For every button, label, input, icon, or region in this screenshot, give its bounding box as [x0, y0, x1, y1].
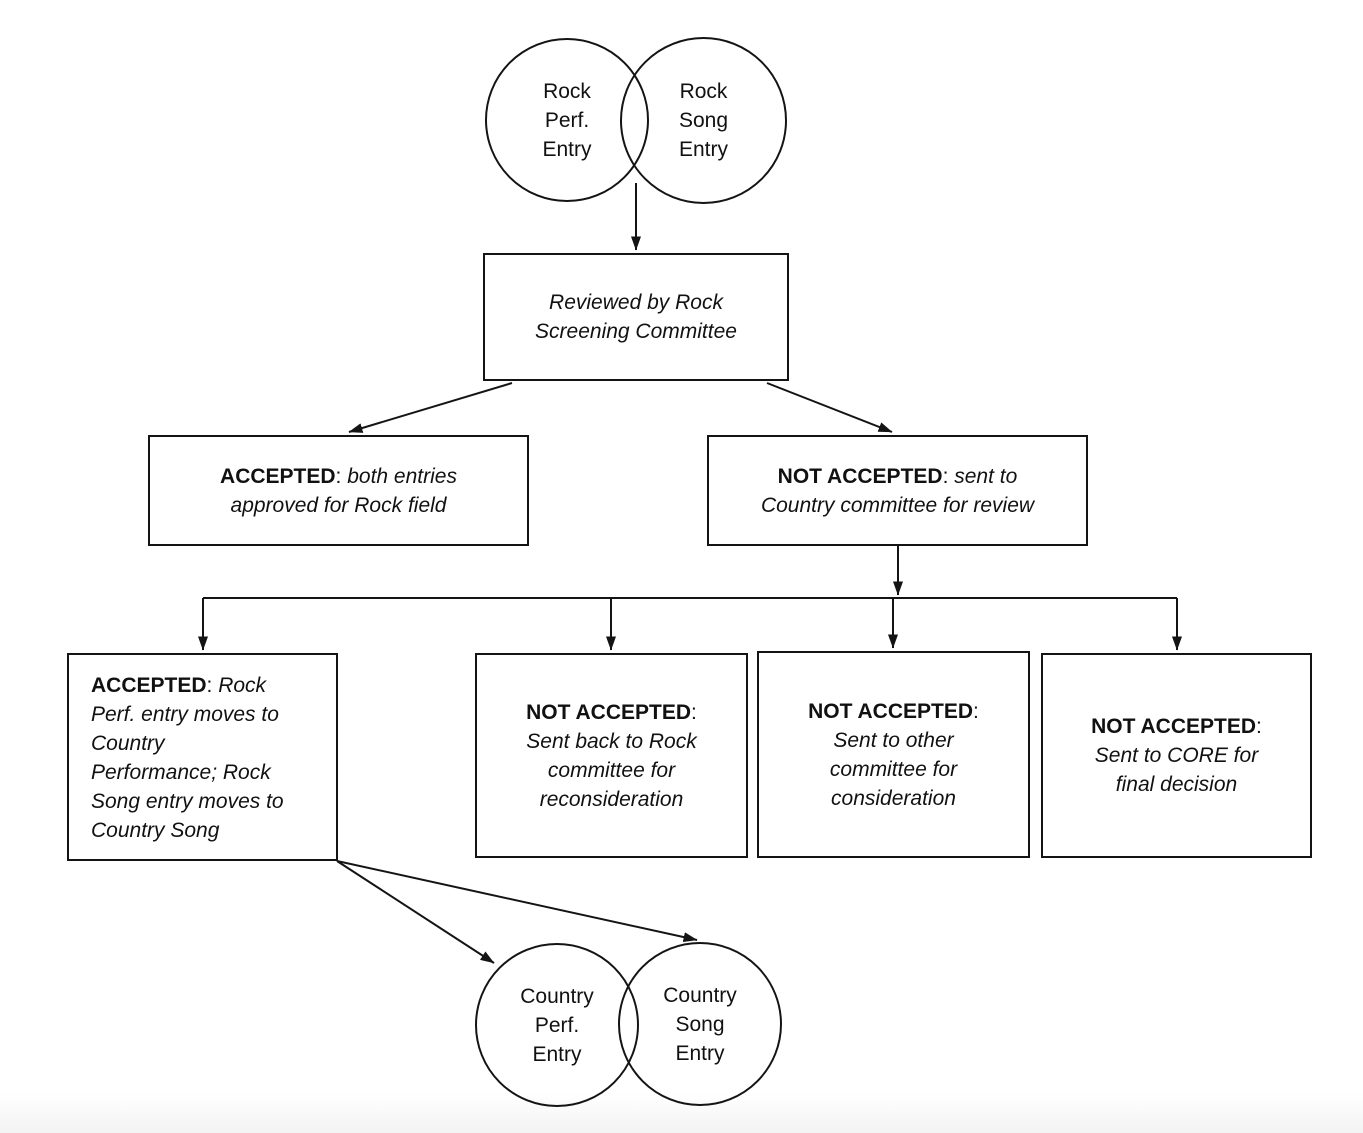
arrow-accepted-to-country-song	[336, 860, 698, 942]
country-song-entry-circle: Country Song Entry	[618, 942, 782, 1106]
arrow-review-to-accepted	[348, 382, 513, 433]
rock-song-entry-circle: Rock Song Entry	[620, 37, 787, 204]
not-accepted-country-review-label: NOT ACCEPTED: sent to Country committee …	[760, 464, 1035, 517]
rock-perf-entry-circle: Rock Perf. Entry	[485, 38, 649, 202]
review-committee-box: Reviewed by Rock Screening Committee	[483, 253, 789, 381]
arrow-accepted-to-country-perf	[336, 860, 495, 964]
not-accepted-country-review-box: NOT ACCEPTED: sent to Country committee …	[707, 435, 1088, 546]
accepted-moves-to-country-label: ACCEPTED: Rock Perf. entry moves to Coun…	[91, 674, 284, 842]
accepted-moves-to-country-box: ACCEPTED: Rock Perf. entry moves to Coun…	[67, 653, 338, 861]
rock-perf-entry-label: Rock Perf. Entry	[542, 79, 592, 161]
not-accepted-back-to-rock-label: NOT ACCEPTED: Sent back to Rock committe…	[526, 700, 697, 811]
not-accepted-core-label: NOT ACCEPTED: Sent to CORE for final dec…	[1091, 715, 1262, 796]
country-song-entry-label: Country Song Entry	[663, 983, 737, 1065]
not-accepted-other-committee-label: NOT ACCEPTED: Sent to other committee fo…	[808, 699, 979, 810]
not-accepted-back-to-rock-box: NOT ACCEPTED: Sent back to Rock committe…	[475, 653, 748, 858]
country-perf-entry-label: Country Perf. Entry	[520, 984, 594, 1066]
rock-song-entry-label: Rock Song Entry	[678, 80, 729, 161]
not-accepted-other-committee-box: NOT ACCEPTED: Sent to other committee fo…	[757, 651, 1030, 858]
not-accepted-core-box: NOT ACCEPTED: Sent to CORE for final dec…	[1041, 653, 1312, 858]
country-perf-entry-circle: Country Perf. Entry	[475, 943, 639, 1107]
accepted-rock-field-box: ACCEPTED: both entries approved for Rock…	[148, 435, 529, 546]
review-committee-label: Reviewed by Rock Screening Committee	[535, 291, 737, 343]
arrow-review-to-not-accepted	[766, 382, 893, 433]
accepted-rock-field-label: ACCEPTED: both entries approved for Rock…	[220, 464, 457, 517]
